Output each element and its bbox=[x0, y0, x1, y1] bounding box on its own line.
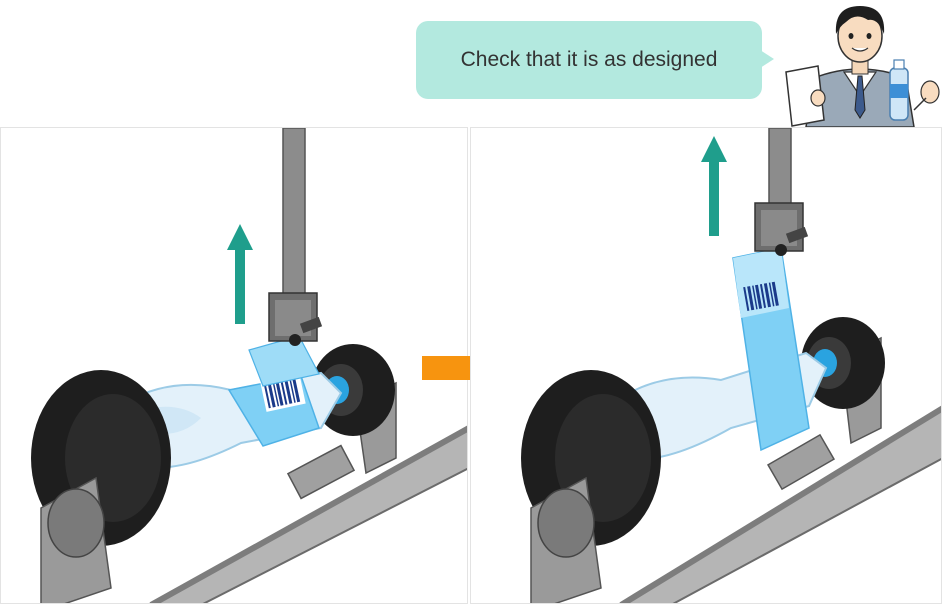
speech-bubble-tail bbox=[760, 50, 774, 68]
person-illustration bbox=[785, 6, 940, 127]
up-arrow-icon bbox=[227, 224, 253, 324]
speech-bubble: Check that it is as designed bbox=[416, 21, 762, 99]
up-arrow-icon-after bbox=[701, 136, 727, 236]
speech-bubble-text: Check that it is as designed bbox=[460, 48, 718, 71]
panel-after bbox=[470, 127, 942, 604]
barcode-icon-after bbox=[743, 281, 779, 311]
panel-before bbox=[0, 127, 468, 604]
labeling-machine-before bbox=[31, 128, 467, 603]
labeling-machine-after bbox=[521, 128, 941, 603]
